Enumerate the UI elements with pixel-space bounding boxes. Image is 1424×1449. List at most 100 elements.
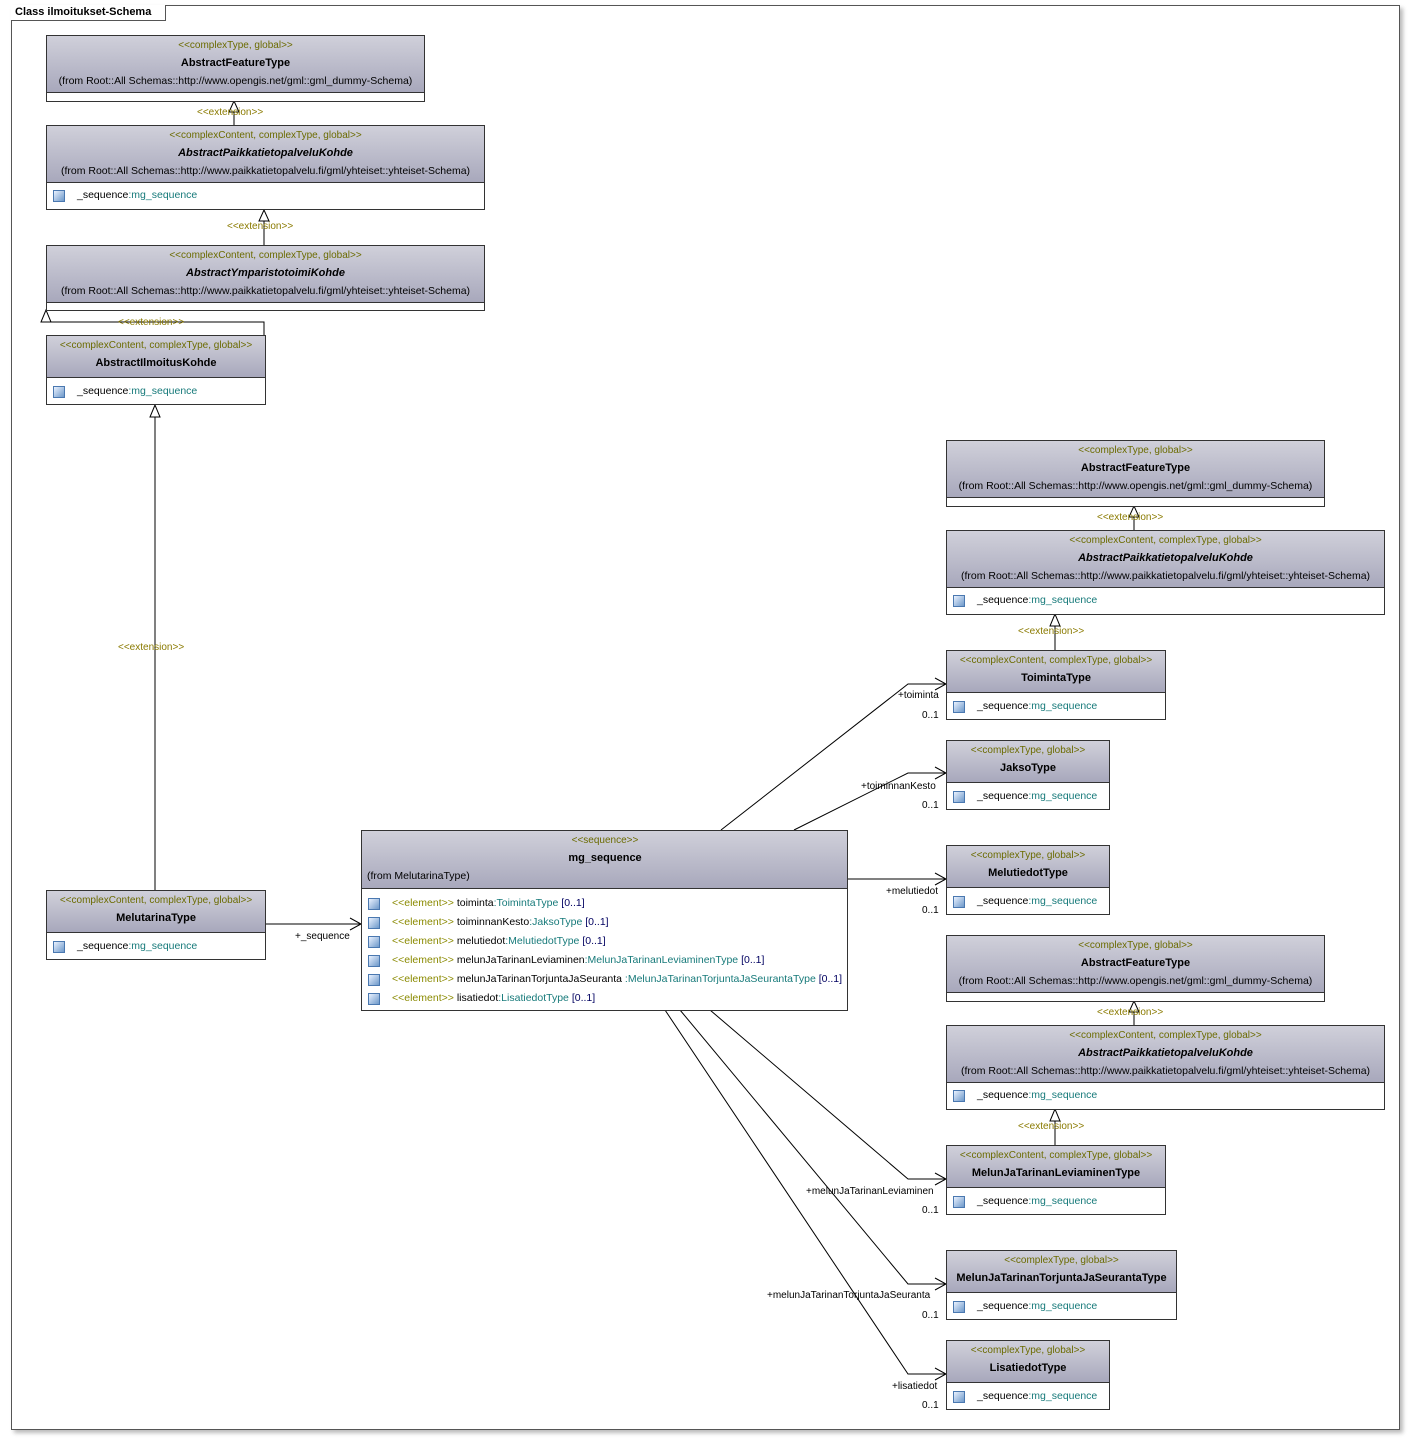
class-name: JaksoType [999, 762, 1057, 774]
multiplicity-label: 0..1 [922, 1205, 939, 1216]
element-row[interactable]: <<element>> melutiedot:MelutiedotType [0… [362, 932, 847, 951]
class-stereotype: <<complexContent, complexType, global>> [959, 1150, 1153, 1161]
attribute-row[interactable]: _sequence:mg_sequence [47, 186, 484, 205]
class-name: AbstractYmparistotoimiKohde [186, 267, 345, 279]
class-abstractfeaturetype-right-2[interactable]: <<complexType, global>> AbstractFeatureT… [946, 935, 1325, 1002]
extension-label: <<extension>> [118, 317, 185, 328]
role-label-toiminnankesto: +toiminnanKesto [861, 781, 936, 792]
class-name: AbstractPaikkatietopalveluKohde [178, 147, 353, 159]
class-name: MelunJaTarinanLeviaminenType [971, 1167, 1141, 1179]
extension-label: <<extension>> [1018, 626, 1085, 637]
class-melutarinatype[interactable]: <<complexContent, complexType, global>> … [46, 890, 266, 960]
gen-arrow-ayk-apk [258, 208, 270, 222]
class-stereotype: <<complexType, global>> [970, 850, 1086, 861]
class-abstractpaikkatietopalvelukohde-right-2[interactable]: <<complexContent, complexType, global>> … [946, 1025, 1385, 1110]
class-abstractilmoituskohde[interactable]: <<complexContent, complexType, global>> … [46, 335, 266, 405]
multiplicity-label: 0..1 [922, 905, 939, 916]
element-icon [368, 993, 380, 1005]
class-toimintatype[interactable]: <<complexContent, complexType, global>> … [946, 650, 1166, 720]
class-name: MelunJaTarinanTorjuntaJaSeurantaType [956, 1272, 1167, 1284]
extension-label: <<extension>> [118, 642, 185, 653]
attribute-icon [953, 1301, 965, 1313]
extension-label: <<extension>> [1097, 1007, 1164, 1018]
role-label-lisatiedot: +lisatiedot [892, 1381, 938, 1392]
gen-arrow-toi-apk1 [1049, 612, 1061, 627]
class-name: AbstractFeatureType [1080, 462, 1191, 474]
attribute-row[interactable]: _sequence:mg_sequence [47, 937, 265, 956]
element-row[interactable]: <<element>> toiminnanKesto:JaksoType [0.… [362, 913, 847, 932]
class-mg-sequence[interactable]: <<sequence>> mg_sequence (from Melutarin… [361, 830, 848, 1011]
gen-arrow-mel-aik [149, 403, 161, 418]
class-melunjatarinanleviaminentype[interactable]: <<complexContent, complexType, global>> … [946, 1145, 1166, 1215]
class-abstractfeaturetype-right-1[interactable]: <<complexType, global>> AbstractFeatureT… [946, 440, 1325, 507]
role-label-toiminta: +toiminta [898, 690, 939, 701]
role-label-sequence: +_sequence [295, 931, 350, 942]
attribute-row[interactable]: _sequence:mg_sequence [947, 697, 1165, 716]
class-origin: (from Root::All Schemas::http://www.open… [958, 975, 1313, 987]
attribute-icon [953, 896, 965, 908]
class-name: MelutiedotType [988, 867, 1068, 879]
attribute-row[interactable]: _sequence:mg_sequence [947, 1387, 1109, 1406]
class-origin: (from Root::All Schemas::http://www.paik… [960, 570, 1371, 582]
class-name: mg_sequence [568, 852, 642, 864]
attribute-icon [53, 386, 65, 398]
role-label-leviaminen: +melunJaTarinanLeviaminen [806, 1186, 934, 1197]
class-melutiedottype[interactable]: <<complexType, global>> MelutiedotType _… [946, 845, 1110, 915]
assoc-line-torjunta [679, 1009, 946, 1285]
class-stereotype: <<complexContent, complexType, global>> [169, 250, 362, 261]
attribute-row[interactable]: _sequence:mg_sequence [947, 892, 1109, 911]
role-label-torjunta: +melunJaTarinanTorjuntaJaSeuranta [767, 1290, 931, 1301]
class-origin: (from MelutarinaType) [367, 870, 470, 882]
class-name: AbstractFeatureType [1080, 957, 1191, 969]
attribute-row[interactable]: _sequence:mg_sequence [947, 1192, 1165, 1211]
class-stereotype: <<complexContent, complexType, global>> [959, 655, 1153, 666]
class-abstractfeaturetype-top[interactable]: <<complexType, global>> AbstractFeatureT… [46, 35, 425, 102]
gen-arrow-apk2-aft2 [1128, 999, 1140, 1013]
attribute-row[interactable]: _sequence:mg_sequence [947, 591, 1384, 610]
class-abstractymparistotoimikohde[interactable]: <<complexContent, complexType, global>> … [46, 245, 485, 311]
attribute-row[interactable]: _sequence:mg_sequence [947, 1297, 1176, 1316]
gen-arrow-apk-aft [228, 99, 240, 113]
element-row[interactable]: <<element>> melunJaTarinanLeviaminen:Mel… [362, 951, 847, 970]
class-abstractpaikkatietopalvelukohde-top[interactable]: <<complexContent, complexType, global>> … [46, 125, 485, 210]
class-jaksotype[interactable]: <<complexType, global>> JaksoType _seque… [946, 740, 1110, 810]
class-name: MelutarinaType [116, 912, 196, 924]
element-icon [368, 955, 380, 967]
element-icon [368, 917, 380, 929]
class-stereotype: <<complexContent, complexType, global>> [1069, 1030, 1262, 1041]
attribute-row[interactable]: _sequence:mg_sequence [947, 1086, 1384, 1105]
class-name: LisatiedotType [989, 1362, 1067, 1374]
element-row[interactable]: <<element>> lisatiedot:LisatiedotType [0… [362, 989, 847, 1008]
gen-arrow-apk1-aft1 [1128, 504, 1140, 518]
extension-label: <<extension>> [1018, 1121, 1085, 1132]
element-row[interactable]: <<element>> melunJaTarinanTorjuntaJaSeur… [362, 970, 842, 989]
attribute-row[interactable]: _sequence:mg_sequence [47, 382, 265, 401]
class-name: AbstractFeatureType [180, 57, 291, 69]
extension-label: <<extension>> [1097, 512, 1164, 523]
element-row[interactable]: <<element>> toiminta:ToimintaType [0..1] [362, 894, 847, 913]
class-lisatiedottype[interactable]: <<complexType, global>> LisatiedotType _… [946, 1340, 1110, 1410]
extension-label: <<extension>> [197, 107, 264, 118]
class-stereotype: <<complexType, global>> [1078, 445, 1193, 456]
assoc-line-leviaminen [709, 1009, 946, 1180]
multiplicity-label: 0..1 [922, 800, 939, 811]
class-stereotype: <<complexContent, complexType, global>> [1069, 535, 1262, 546]
class-stereotype: <<sequence>> [571, 835, 639, 846]
attribute-icon [53, 941, 65, 953]
attribute-icon [953, 791, 965, 803]
class-stereotype: <<complexContent, complexType, global>> [59, 340, 253, 351]
class-origin: (from Root::All Schemas::http://www.paik… [960, 1065, 1371, 1077]
gen-arrow-lev-apk2 [1049, 1107, 1061, 1122]
class-stereotype: <<complexType, global>> [178, 40, 293, 51]
class-origin: (from Root::All Schemas::http://www.paik… [60, 165, 471, 177]
element-icon [368, 974, 380, 986]
class-name: AbstractIlmoitusKohde [95, 357, 217, 369]
class-name: AbstractPaikkatietopalveluKohde [1078, 552, 1253, 564]
class-abstractpaikkatietopalvelukohde-right-1[interactable]: <<complexContent, complexType, global>> … [946, 530, 1385, 615]
attribute-row[interactable]: _sequence:mg_sequence [947, 787, 1109, 806]
class-stereotype: <<complexContent, complexType, global>> [59, 895, 253, 906]
class-name: ToimintaType [1021, 672, 1091, 684]
class-melunjatarinantorjuntajaseurantatype[interactable]: <<complexType, global>> MelunJaTarinanTo… [946, 1250, 1177, 1320]
multiplicity-label: 0..1 [922, 710, 939, 721]
attribute-icon [953, 1090, 965, 1102]
